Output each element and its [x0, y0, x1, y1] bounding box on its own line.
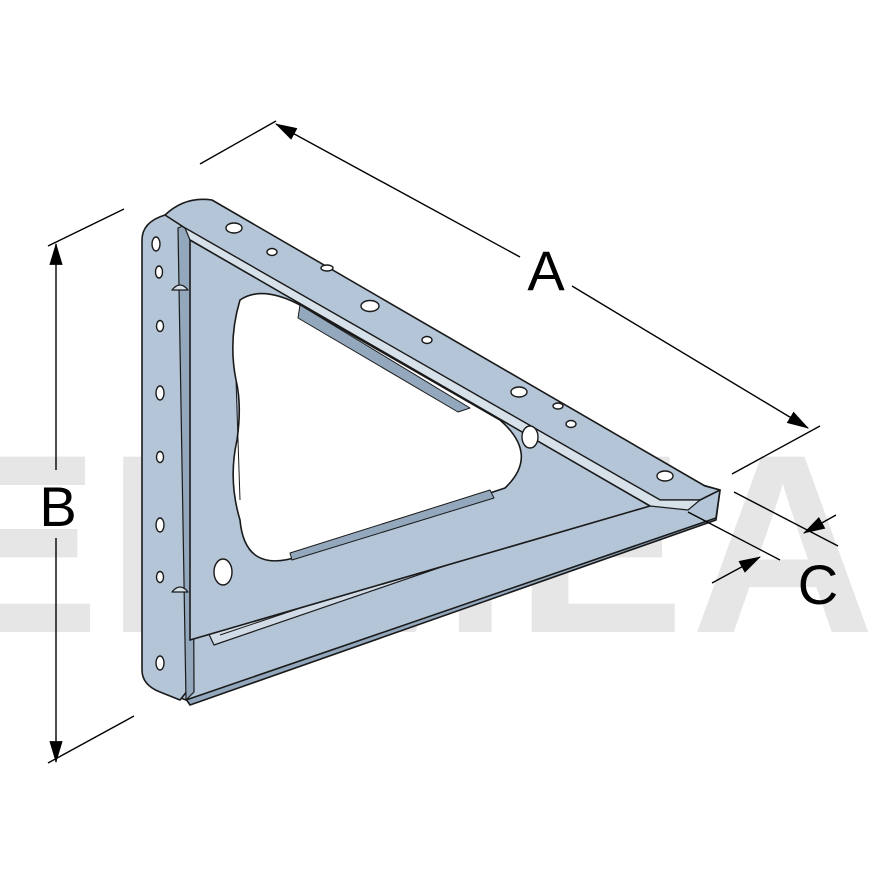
dimension-a-line-lower — [571, 285, 809, 429]
dimension-c-arrow-top — [803, 514, 837, 534]
dimension-b: B — [39, 208, 135, 764]
vertical-leg-holes — [151, 236, 165, 671]
bracket-cutout — [232, 292, 523, 562]
dimension-b-extension-line-top — [47, 208, 125, 247]
dimension-c-extension-line-bottom — [687, 511, 781, 561]
dimension-b-label: B — [39, 475, 76, 538]
bracket-vertical-leg — [141, 214, 189, 701]
triangular-shelf-bracket-icon — [141, 198, 721, 706]
dimension-c-extension-line-top — [733, 491, 839, 547]
dimension-c: C — [687, 491, 839, 616]
dimension-a-label: A — [527, 239, 565, 302]
dimension-a: A — [199, 120, 821, 475]
top-arm-holes — [213, 222, 674, 586]
dimension-a-extension-line-left — [199, 120, 277, 165]
dimension-c-label: C — [798, 553, 838, 616]
dimension-a-extension-line-right — [731, 425, 821, 475]
dimension-a-line-upper — [275, 123, 521, 258]
dimension-c-arrow-bottom — [711, 556, 761, 584]
dimension-b-extension-line-bottom — [47, 715, 135, 764]
